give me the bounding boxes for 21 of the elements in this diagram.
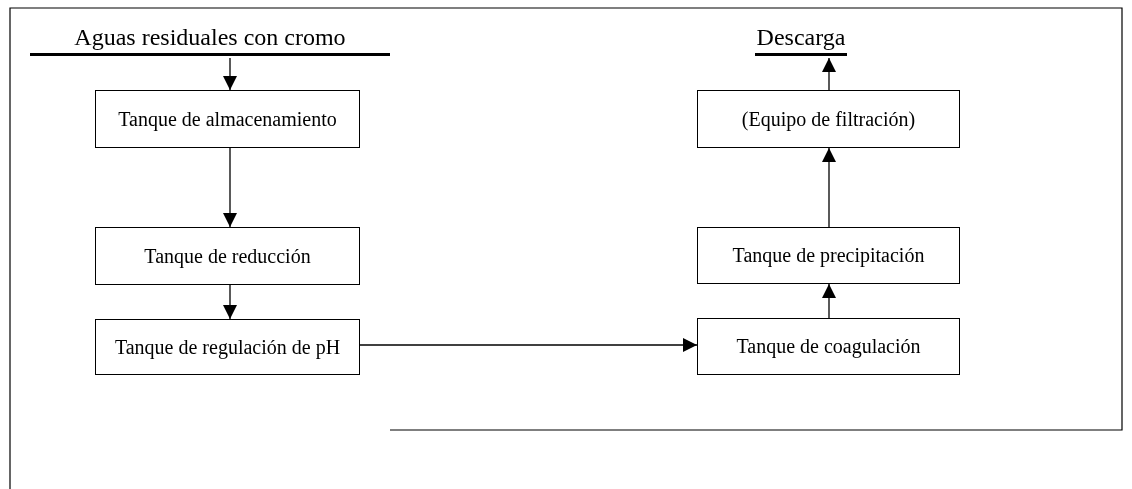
process-box <box>95 90 360 148</box>
terminal-label: Aguas residuales con cromo <box>30 22 390 56</box>
box-label: Tanque de regulación de pH <box>114 335 341 359</box>
process-box <box>697 90 960 148</box>
process-box <box>697 227 960 284</box>
arrow <box>223 284 237 320</box>
process-box <box>697 318 960 375</box>
arrow <box>223 57 237 91</box>
process-box <box>95 319 360 375</box>
box-label: (Equipo de filtración) <box>741 107 916 131</box>
box-label: Tanque de almacenamiento <box>118 107 337 131</box>
arrow <box>359 338 698 352</box>
arrow <box>822 283 836 319</box>
box-label: Tanque de precipitación <box>732 244 925 267</box>
arrow <box>822 147 836 228</box>
arrow <box>223 147 237 228</box>
box-label: Tanque de reducción <box>144 244 311 268</box>
box-label: Tanque de coagulación <box>736 335 921 358</box>
arrow <box>822 57 836 91</box>
terminal-label: Descarga <box>755 22 847 56</box>
process-box <box>95 227 360 285</box>
